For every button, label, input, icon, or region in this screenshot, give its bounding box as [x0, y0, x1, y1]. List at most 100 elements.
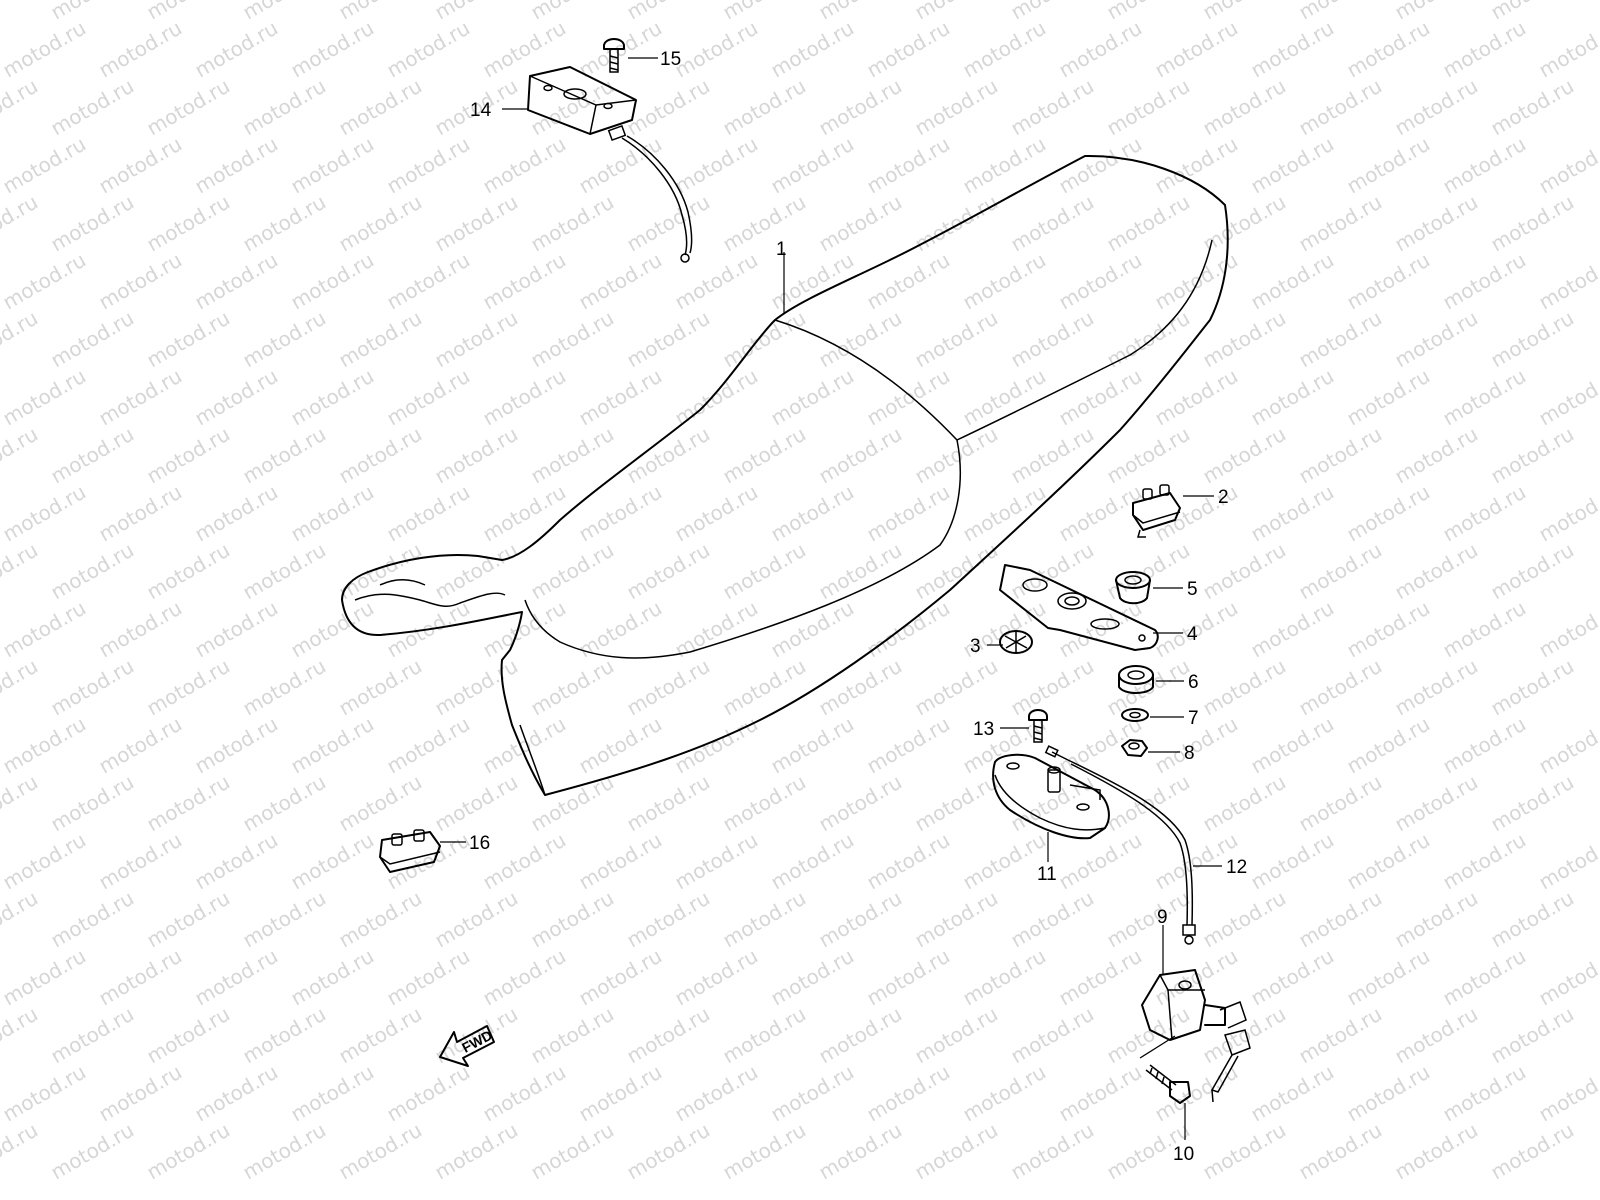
watermark-text: motod.ru	[287, 944, 378, 1011]
watermark-text: motod.ru	[47, 190, 138, 257]
watermark-text: motod.ru	[431, 770, 522, 837]
watermark-text: motod.ru	[191, 1060, 282, 1127]
watermark-text: motod.ru	[479, 944, 570, 1011]
watermark-text: motod.ru	[1439, 944, 1530, 1011]
watermark-text: motod.ru	[959, 944, 1050, 1011]
watermark-text: motod.ru	[527, 190, 618, 257]
watermark-text: motod.ru	[95, 1060, 186, 1127]
watermark-text: motod.ru	[239, 306, 330, 373]
watermark-text: motod.ru	[143, 190, 234, 257]
watermark-text: motod.ru	[383, 364, 474, 431]
watermark-text: motod.ru	[911, 538, 1002, 605]
watermark-text: motod.ru	[1055, 364, 1146, 431]
watermark-text: motod.ru	[1439, 480, 1530, 547]
watermark-text: motod.ru	[479, 1060, 570, 1127]
watermark-text: motod.ru	[191, 16, 282, 83]
watermark-text: motod.ru	[1295, 1002, 1386, 1069]
callout-16: 16	[469, 833, 490, 854]
callout-1: 1	[776, 239, 787, 260]
watermark-text: motod.ru	[191, 828, 282, 895]
watermark-text: motod.ru	[623, 886, 714, 953]
watermark-text: motod.ru	[959, 480, 1050, 547]
watermark-text: motod.ru	[239, 770, 330, 837]
watermark-text: motod.ru	[623, 190, 714, 257]
callout-12: 12	[1226, 857, 1247, 878]
watermark-text: motod.ru	[1487, 74, 1578, 141]
lock-bracket-drawing	[992, 753, 1110, 840]
watermark-text: motod.ru	[1391, 886, 1482, 953]
watermark-text: motod.ru	[1487, 190, 1578, 257]
bracket-plate-drawing	[999, 564, 1159, 651]
watermark-text: motod.ru	[1247, 16, 1338, 83]
watermark-text: motod.ru	[671, 132, 762, 199]
watermark-text: motod.ru	[959, 248, 1050, 315]
watermark-text: motod.ru	[47, 422, 138, 489]
watermark-text: motod.ru	[47, 0, 138, 24]
watermark-text: motod.ru	[911, 306, 1002, 373]
watermark-text: motod.ru	[815, 654, 906, 721]
watermark-text: motod.ru	[623, 1002, 714, 1069]
watermark-text: motod.ru	[95, 712, 186, 779]
watermark-text: motod.ru	[47, 306, 138, 373]
watermark-text: motod.ru	[1295, 886, 1386, 953]
watermark-text: motod.ru	[431, 306, 522, 373]
spacer-5-drawing	[1115, 571, 1151, 605]
watermark-text: motod.ru	[1343, 712, 1434, 779]
watermark-text: motod.ru	[1343, 16, 1434, 83]
watermark-text: motod.ru	[623, 1118, 714, 1185]
watermark-text: motod.ru	[191, 944, 282, 1011]
watermark-text: motod.ru	[863, 132, 954, 199]
watermark-text: motod.ru	[1487, 0, 1578, 24]
callout-6: 6	[1188, 672, 1199, 693]
watermark-text: motod.ru	[1151, 132, 1242, 199]
watermark-text: motod.ru	[719, 1118, 810, 1185]
watermark-text: motod.ru	[1535, 596, 1600, 663]
washer-drawing	[1121, 708, 1149, 722]
watermark-text: motod.ru	[1199, 770, 1290, 837]
watermark-text: motod.ru	[143, 538, 234, 605]
watermark-text: motod.ru	[0, 770, 42, 837]
callout-11: 11	[1037, 864, 1057, 885]
watermark-text: motod.ru	[1295, 1118, 1386, 1185]
callout-15: 15	[660, 49, 681, 70]
watermark-text: motod.ru	[1295, 538, 1386, 605]
watermark-text: motod.ru	[95, 480, 186, 547]
watermark-text: motod.ru	[719, 74, 810, 141]
watermark-text: motod.ru	[1199, 0, 1290, 24]
watermark-text: motod.ru	[719, 0, 810, 24]
watermark-text: motod.ru	[1247, 944, 1338, 1011]
watermark-text: motod.ru	[527, 422, 618, 489]
watermark-text: motod.ru	[1439, 596, 1530, 663]
watermark-text: motod.ru	[335, 654, 426, 721]
watermark-text: motod.ru	[1151, 1060, 1242, 1127]
watermark-text: motod.ru	[431, 422, 522, 489]
watermark-text: motod.ru	[719, 422, 810, 489]
watermark-text: motod.ru	[863, 16, 954, 83]
watermark-text: motod.ru	[1343, 248, 1434, 315]
watermark-text: motod.ru	[1535, 16, 1600, 83]
watermark-text: motod.ru	[47, 770, 138, 837]
watermark-text: motod.ru	[335, 422, 426, 489]
watermark-text: motod.ru	[1247, 248, 1338, 315]
watermark-text: motod.ru	[95, 828, 186, 895]
seat-drawing	[341, 154, 1229, 796]
watermark-text: motod.ru	[911, 190, 1002, 257]
watermark-text: motod.ru	[575, 248, 666, 315]
watermark-text: motod.ru	[1439, 712, 1530, 779]
watermark-text: motod.ru	[1343, 1060, 1434, 1127]
watermark-text: motod.ru	[0, 422, 42, 489]
watermark-text: motod.ru	[575, 132, 666, 199]
watermark-text: motod.ru	[911, 886, 1002, 953]
watermark-text: motod.ru	[0, 0, 42, 24]
watermark-text: motod.ru	[1295, 74, 1386, 141]
watermark-text: motod.ru	[1535, 828, 1600, 895]
watermark-text: motod.ru	[911, 654, 1002, 721]
watermark-text: motod.ru	[623, 770, 714, 837]
callout-5: 5	[1187, 579, 1198, 600]
watermark-text: motod.ru	[1247, 480, 1338, 547]
watermark-text: motod.ru	[383, 944, 474, 1011]
watermark-text: motod.ru	[815, 422, 906, 489]
callout-7: 7	[1188, 708, 1199, 729]
